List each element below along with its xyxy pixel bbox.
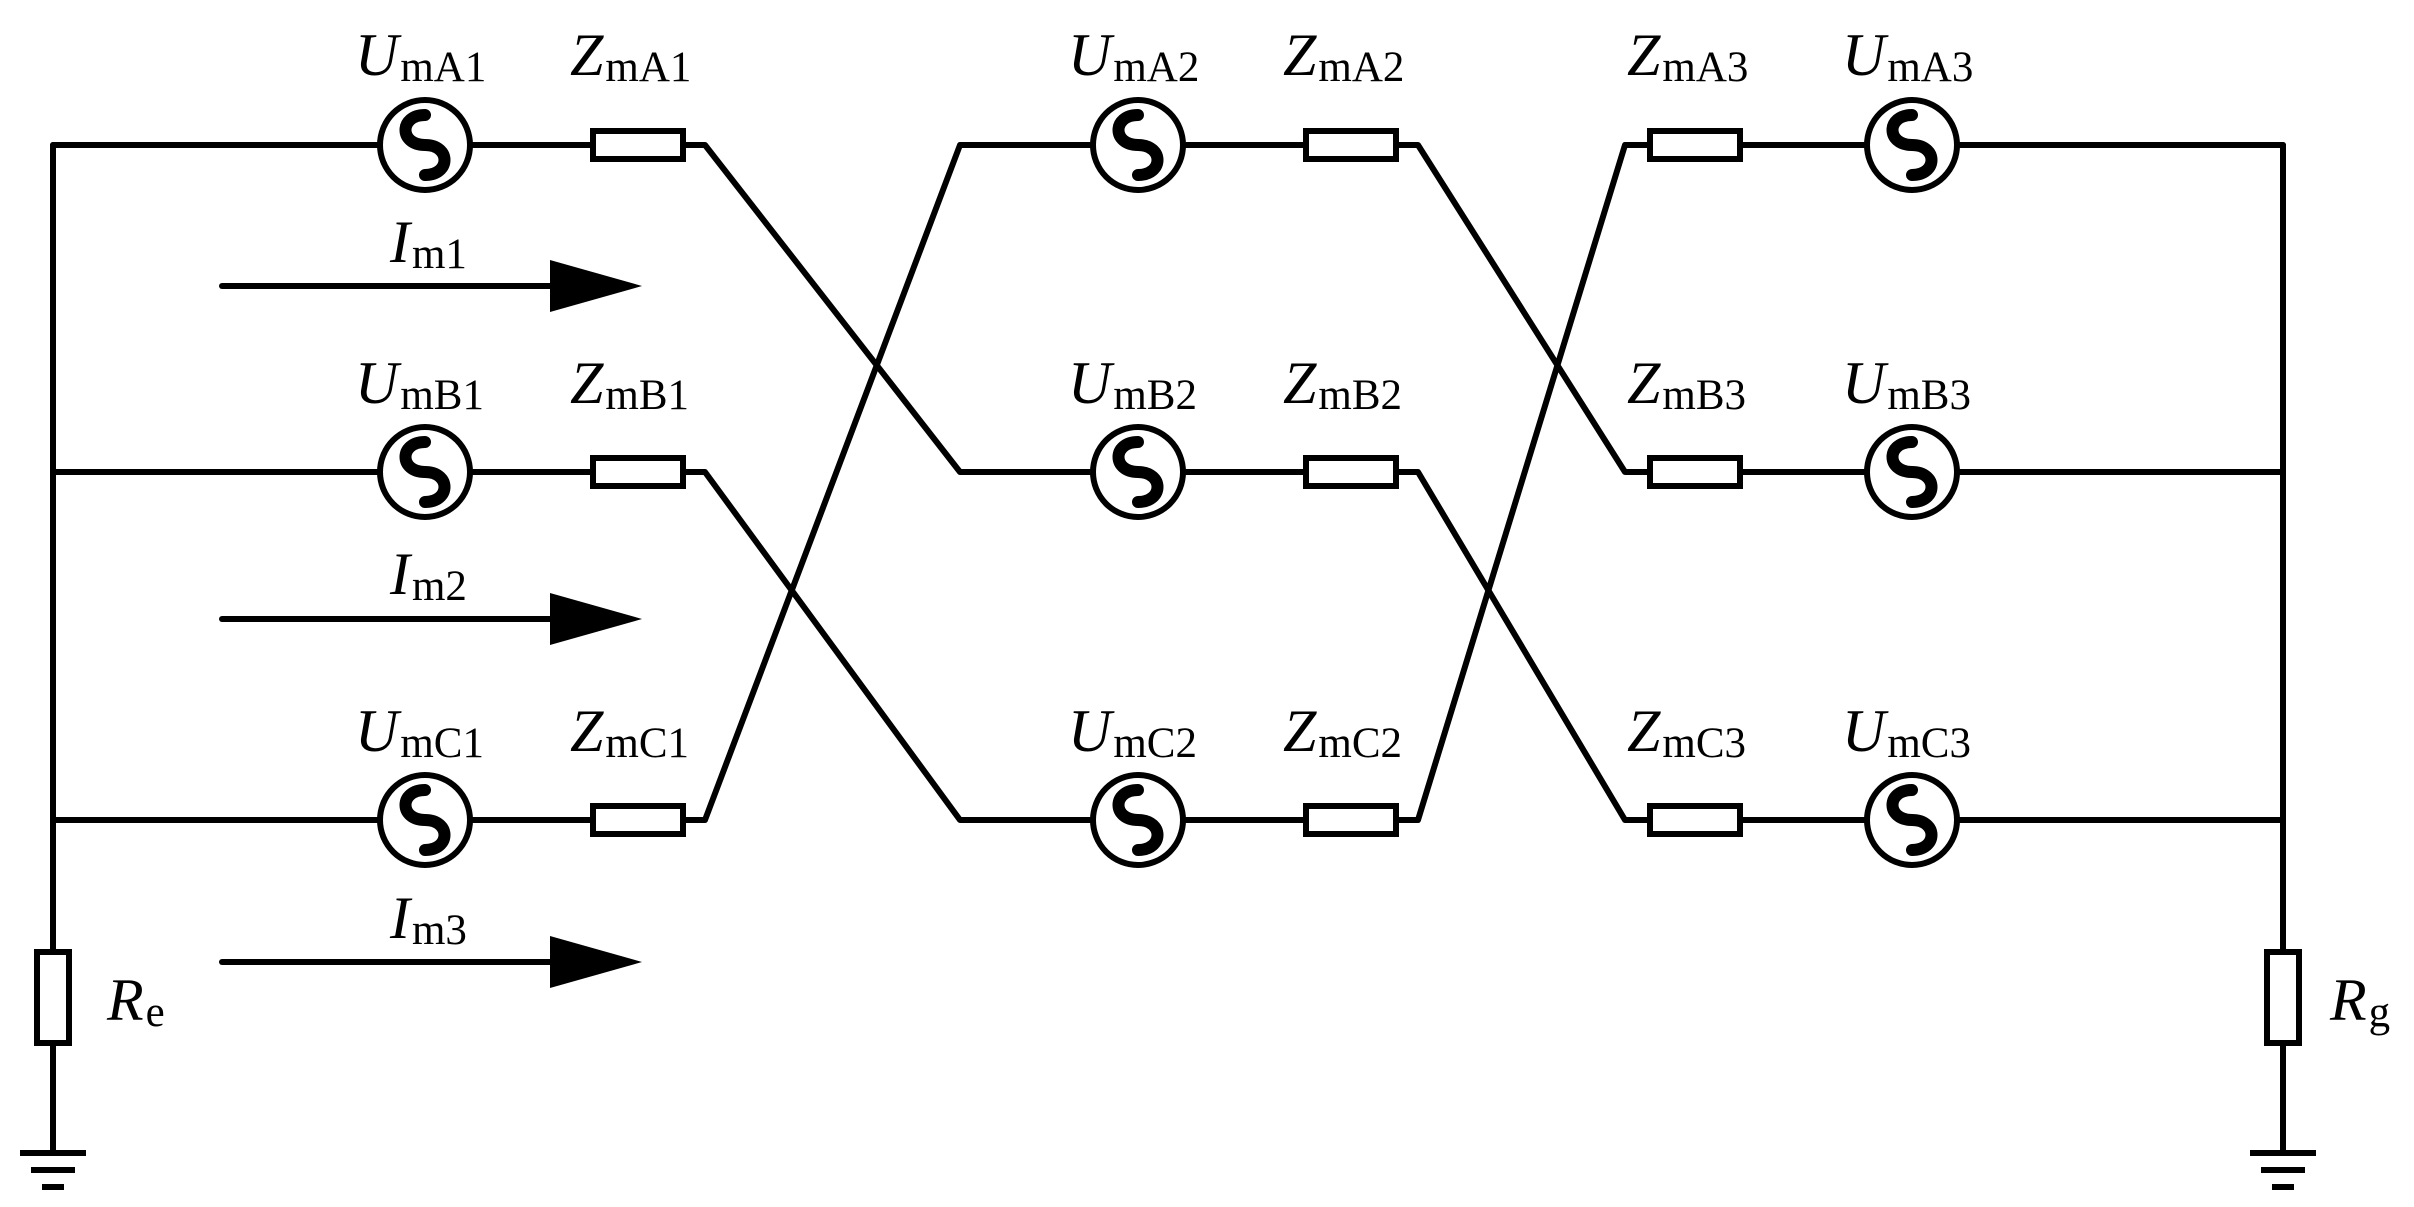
transpose-1-b-to-c: [680, 469, 1094, 823]
label-u-ma3: UmA3: [1842, 22, 1973, 91]
impedance-box-icon: [1303, 128, 1399, 162]
label-z-mb2: ZmB2: [1283, 350, 1402, 419]
transpose-1-c-to-a: [680, 142, 1094, 823]
ac-voltage-source-icon: [377, 97, 473, 193]
impedance-box-icon: [1303, 803, 1399, 837]
ac-voltage-source-icon: [377, 424, 473, 520]
ac-voltage-source-icon: [1090, 772, 1186, 868]
impedance-box-icon: [1647, 803, 1743, 837]
voltage-sources: [377, 97, 1960, 868]
current-arrow-icon: [219, 936, 642, 988]
ac-voltage-source-icon: [1090, 97, 1186, 193]
ac-voltage-source-icon: [1090, 424, 1186, 520]
ac-voltage-source-icon: [1864, 424, 1960, 520]
ground-icon: [20, 1150, 86, 1190]
label-z-ma3: ZmA3: [1627, 22, 1748, 91]
wires: [50, 142, 2286, 1156]
transpose-2-a-to-b: [1393, 142, 1651, 475]
label-u-mb3: UmB3: [1842, 350, 1971, 419]
transpose-2-c-to-a: [1393, 142, 1651, 823]
impedance-box-icon: [1647, 128, 1743, 162]
label-u-ma2: UmA2: [1068, 22, 1199, 91]
current-arrow-icon: [219, 260, 642, 312]
impedance-box-icon: [590, 803, 686, 837]
label-u-mc1: UmC1: [355, 698, 484, 767]
transpose-2-b-to-c: [1393, 469, 1651, 823]
impedance-box-icon: [1647, 455, 1743, 489]
labels: UmA1 UmB1 UmC1 ZmA1 ZmB1 ZmC1 UmA2 UmB2 …: [106, 22, 2390, 1036]
resistor-rg-icon: [2264, 949, 2302, 1046]
label-i-m3: Im3: [389, 885, 467, 954]
label-z-mc3: ZmC3: [1627, 698, 1746, 767]
current-arrow-icon: [219, 593, 642, 645]
label-u-mb2: UmB2: [1068, 350, 1197, 419]
label-u-mc3: UmC3: [1842, 698, 1971, 767]
label-z-ma1: ZmA1: [570, 22, 691, 91]
ac-voltage-source-icon: [1864, 772, 1960, 868]
impedance-box-icon: [590, 128, 686, 162]
transpose-1-a-to-b: [680, 142, 1094, 475]
ac-voltage-source-icon: [1864, 97, 1960, 193]
ac-voltage-source-icon: [377, 772, 473, 868]
label-r-e: Re: [106, 967, 165, 1036]
label-u-ma1: UmA1: [355, 22, 486, 91]
label-z-mb1: ZmB1: [570, 350, 689, 419]
label-z-mc2: ZmC2: [1283, 698, 1402, 767]
label-u-mb1: UmB1: [355, 350, 484, 419]
label-z-ma2: ZmA2: [1283, 22, 1404, 91]
impedance-box-icon: [1303, 455, 1399, 489]
ground-icon: [2250, 1150, 2316, 1190]
label-z-mb3: ZmB3: [1627, 350, 1746, 419]
impedances: [590, 128, 1743, 837]
label-u-mc2: UmC2: [1068, 698, 1197, 767]
grounding-resistors: [34, 949, 2302, 1046]
label-i-m2: Im2: [389, 541, 467, 610]
label-z-mc1: ZmC1: [570, 698, 689, 767]
impedance-box-icon: [590, 455, 686, 489]
label-i-m1: Im1: [389, 209, 467, 278]
label-r-g: Rg: [2329, 967, 2390, 1036]
resistor-re-icon: [34, 949, 72, 1046]
